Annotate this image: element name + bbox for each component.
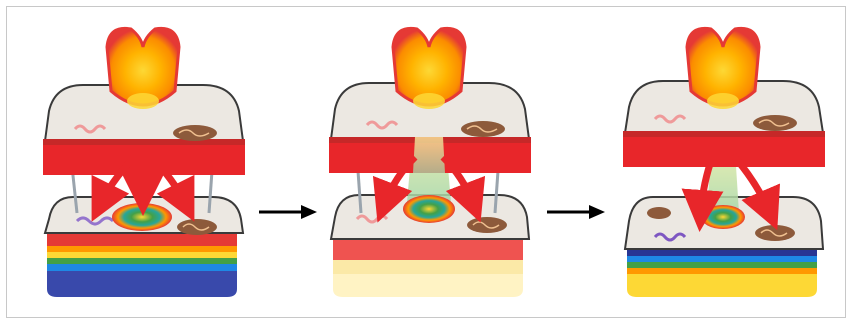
signal-bloom bbox=[107, 28, 179, 109]
panel-stage-3 bbox=[623, 28, 825, 297]
signal-bloom bbox=[687, 28, 759, 109]
panel-stage-1 bbox=[43, 28, 245, 297]
bottom-cell-layers bbox=[47, 231, 237, 297]
receptor-ring bbox=[403, 195, 455, 223]
receptor-ring bbox=[701, 205, 745, 229]
diagram-frame bbox=[6, 6, 846, 318]
bottom-cell-layers bbox=[333, 237, 523, 297]
bottom-cell-layers bbox=[627, 247, 817, 297]
arrow-1-2 bbox=[259, 205, 317, 219]
receptor-ring bbox=[112, 203, 172, 231]
arrow-2-3 bbox=[547, 205, 605, 219]
panel-stage-2 bbox=[329, 28, 531, 297]
cell-signaling-diagram bbox=[7, 7, 847, 319]
signal-bloom bbox=[393, 28, 465, 109]
